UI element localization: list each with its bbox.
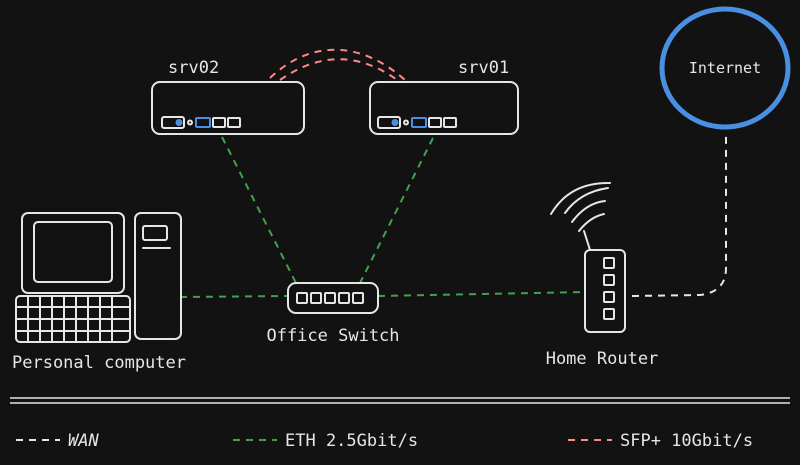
legend-item-wan: WAN bbox=[16, 431, 99, 451]
router-antenna bbox=[583, 230, 591, 251]
internet-circle bbox=[659, 6, 791, 130]
server-srv01[interactable]: srv01 bbox=[369, 58, 519, 135]
home-router[interactable]: Home Router bbox=[546, 181, 659, 369]
switch-ports bbox=[296, 292, 364, 304]
personal-computer[interactable]: Personal computer bbox=[12, 212, 186, 373]
eth-link-srv01-switch bbox=[359, 137, 434, 284]
legend-item-eth: ETH 2.5Gbit/s bbox=[233, 431, 418, 451]
switch-body bbox=[287, 282, 379, 314]
internet-node[interactable]: Internet bbox=[659, 6, 791, 130]
server-srv02[interactable]: srv02 bbox=[151, 58, 305, 135]
legend-divider bbox=[10, 397, 790, 404]
internet-label: Internet bbox=[689, 59, 761, 77]
srv01-ports bbox=[377, 116, 457, 129]
wan-link-router-internet bbox=[631, 132, 727, 297]
sfp-link-bottom bbox=[279, 58, 401, 83]
srv02-label: srv02 bbox=[168, 58, 219, 78]
srv02-chassis bbox=[151, 81, 305, 135]
pc-tower bbox=[134, 212, 182, 340]
wifi-icon bbox=[550, 181, 611, 232]
legend-eth-label: ETH 2.5Gbit/s bbox=[285, 431, 418, 451]
legend-wan-label: WAN bbox=[68, 431, 99, 451]
router-label: Home Router bbox=[546, 349, 659, 369]
srv01-label: srv01 bbox=[458, 58, 509, 78]
eth-link-switch-router bbox=[377, 291, 586, 297]
office-switch[interactable]: Office Switch bbox=[266, 282, 400, 346]
srv01-chassis bbox=[369, 81, 519, 135]
eth-link-pc-switch bbox=[179, 295, 289, 298]
pc-screen bbox=[33, 221, 113, 283]
sfp-link-top bbox=[269, 48, 406, 81]
pc-monitor bbox=[21, 212, 125, 294]
legend-sfp-label: SFP+ 10Gbit/s bbox=[620, 431, 753, 451]
pc-keyboard bbox=[15, 295, 131, 343]
legend: WAN ETH 2.5Gbit/s SFP+ 10Gbit/s bbox=[16, 431, 753, 451]
router-body bbox=[584, 249, 626, 333]
connections bbox=[179, 48, 727, 298]
eth-link-srv02-switch bbox=[221, 136, 297, 284]
pc-label: Personal computer bbox=[12, 353, 186, 373]
srv02-ports bbox=[161, 116, 241, 129]
router-ports bbox=[603, 257, 615, 320]
switch-label: Office Switch bbox=[266, 326, 399, 346]
legend-item-sfp: SFP+ 10Gbit/s bbox=[568, 431, 753, 451]
